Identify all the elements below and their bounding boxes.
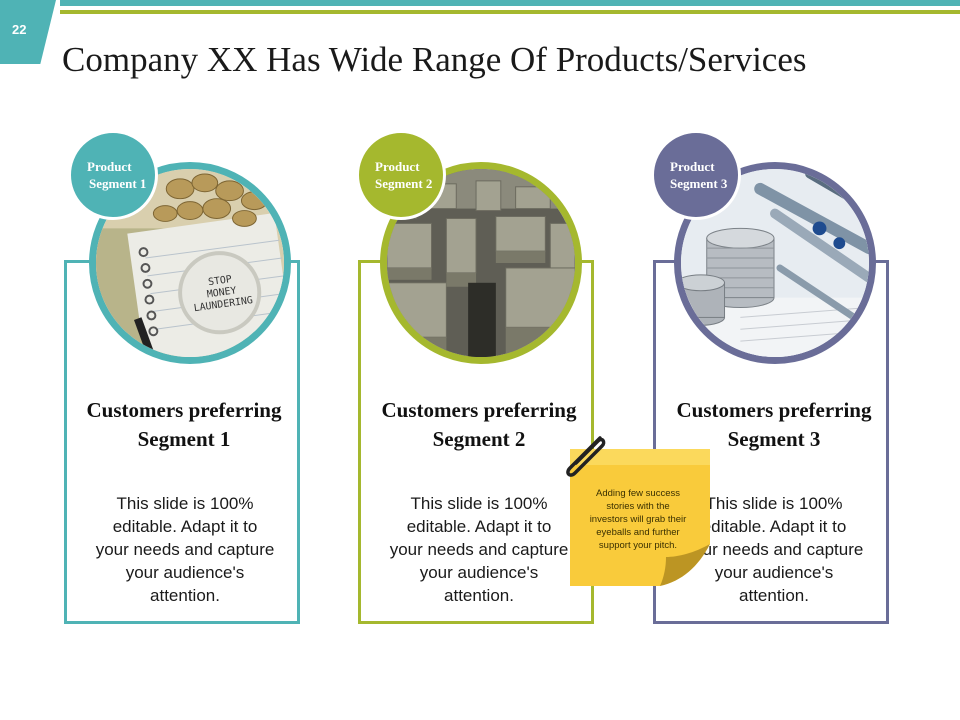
top-accent-bar-secondary [60, 10, 960, 14]
segment-1-heading-line-1: Customers preferring [86, 398, 282, 422]
segment-1-badge-line-2: Segment 1 [89, 176, 147, 191]
sticky-note-line: stories with the [606, 501, 670, 512]
segment-3-badge: Product Segment 3 [651, 130, 741, 220]
segment-2-badge-line-2: Segment 2 [375, 176, 433, 191]
segment-3-description-line: This slide is 100% [705, 494, 843, 513]
segment-3-badge-line-1: Product [670, 159, 715, 174]
segment-2-description-line: your needs and capture [389, 540, 569, 559]
segment-3-description-line: editable. Adapt it to [701, 517, 847, 536]
segment-2-heading-line-1: Customers preferring [381, 398, 577, 422]
segment-2-badge-line-1: Product [375, 159, 420, 174]
sticky-note: Adding few success stories with the inve… [570, 449, 710, 586]
svg-text:MONEY: MONEY [206, 285, 237, 300]
segment-2-description-line: your audience's [419, 563, 539, 582]
segment-1-badge: Product Segment 1 [68, 130, 158, 220]
segment-2-badge: Product Segment 2 [356, 130, 446, 220]
segment-1-description-line: attention. [150, 586, 220, 605]
segment-1-description-line: your audience's [125, 563, 245, 582]
segment-1-description-line: editable. Adapt it to [112, 517, 258, 536]
slide-title: Company XX Has Wide Range Of Products/Se… [62, 40, 807, 79]
sticky-note-line: eyeballs and further [596, 527, 680, 538]
slide-number-badge [0, 0, 56, 64]
segment-3-description: This slide is 100% editable. Adapt it to… [656, 492, 892, 607]
segment-3-description-line: attention. [739, 586, 809, 605]
segment-3-heading-line-2: Segment 3 [727, 427, 821, 451]
segment-1-description-line: This slide is 100% [116, 494, 254, 513]
segment-1-heading-line-2: Segment 1 [137, 427, 231, 451]
segment-2-heading-line-2: Segment 2 [432, 427, 526, 451]
segment-1-description-line: your needs and capture [95, 540, 275, 559]
segment-3-heading: Customers preferring Segment 3 [654, 396, 894, 454]
segment-1-badge-line-1: Product [87, 159, 132, 174]
svg-text:STOP: STOP [208, 274, 233, 288]
slide-number: 22 [12, 22, 27, 37]
top-accent-bar [60, 0, 960, 6]
segment-3-heading-line-1: Customers preferring [676, 398, 872, 422]
segment-2-heading: Customers preferring Segment 2 [359, 396, 599, 454]
segment-3-description-line: your needs and capture [684, 540, 864, 559]
segment-2-description: This slide is 100% editable. Adapt it to… [361, 492, 597, 607]
segment-3-description-line: your audience's [714, 563, 834, 582]
segment-1-description: This slide is 100% editable. Adapt it to… [67, 492, 303, 607]
segment-2-description-line: attention. [444, 586, 514, 605]
segment-2-description-line: This slide is 100% [410, 494, 548, 513]
sticky-note-paper [570, 449, 710, 586]
paperclip-icon [566, 436, 606, 477]
segment-2-description-line: editable. Adapt it to [406, 517, 552, 536]
sticky-note-line: investors will grab their [589, 514, 687, 525]
sticky-note-line: support your pitch. [598, 540, 678, 551]
sticky-note-line: Adding few success [596, 488, 680, 499]
sticky-note-text: Adding few success stories with the inve… [572, 487, 704, 552]
segment-3-badge-line-2: Segment 3 [670, 176, 728, 191]
segment-1-heading: Customers preferring Segment 1 [64, 396, 304, 454]
